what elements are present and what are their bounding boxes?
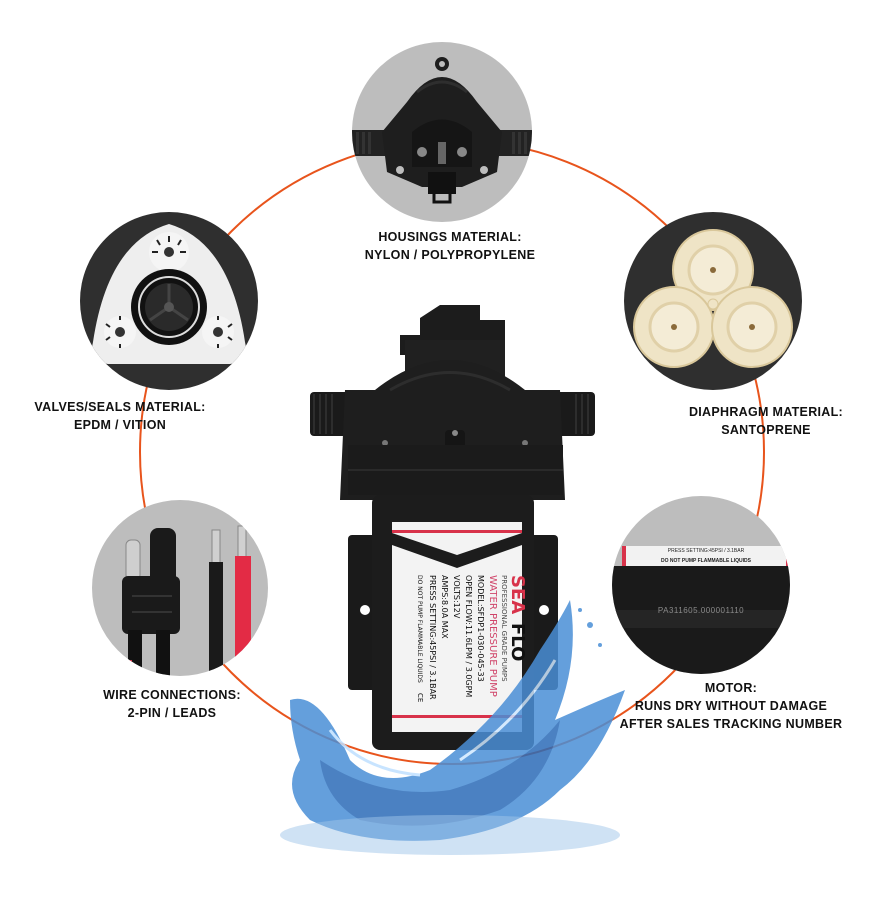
- water-splash-icon: [280, 600, 625, 855]
- wires-caption: WIRE CONNECTIONS: 2-PIN / LEADS: [82, 686, 262, 722]
- motor-band: [612, 610, 790, 628]
- housing-value: NYLON / POLYPROPYLENE: [364, 248, 536, 262]
- diaphragm-title: DIAPHRAGM MATERIAL:: [688, 405, 844, 419]
- wires-photo: [92, 500, 268, 676]
- label-press: PRESS SETTING:45PSI / 3.1BAR: [428, 575, 437, 700]
- valves-photo: [80, 212, 258, 390]
- brand-sea: SEA: [507, 575, 528, 614]
- motor-caption: MOTOR: RUNS DRY WITHOUT DAMAGE AFTER SAL…: [606, 679, 856, 733]
- valves-value: EPDM / VITION: [73, 418, 167, 432]
- motor-title: MOTOR:: [704, 681, 758, 695]
- motor-press-text: PRESS SETTING:45PSI / 3.1BAR: [667, 548, 745, 554]
- housing-caption: HOUSINGS MATERIAL: NYLON / POLYPROPYLENE: [350, 228, 550, 264]
- valves-caption: VALVES/SEALS MATERIAL: EPDM / VITION: [20, 398, 220, 434]
- valve-seal-icon: [92, 224, 246, 364]
- motor-value-2: AFTER SALES TRACKING NUMBER: [619, 717, 843, 731]
- diaphragm-value: SANTOPRENE: [721, 423, 811, 437]
- housing-title: HOUSINGS MATERIAL:: [378, 230, 522, 244]
- label-amps: AMPS:8.0A MAX: [440, 575, 449, 639]
- motor-body: PA311605.000001110: [612, 566, 790, 674]
- wires-title: WIRE CONNECTIONS:: [103, 688, 241, 702]
- valves-title: VALVES/SEALS MATERIAL:: [34, 400, 206, 414]
- label-volts: VOLTS:12V: [452, 575, 461, 619]
- label-cert: CE: [416, 693, 424, 702]
- motor-photo: PRESS SETTING:45PSI / 3.1BAR DO NOT PUMP…: [612, 496, 790, 674]
- label-tagline: PROFESSIONAL GRADE PUMPS: [500, 575, 508, 682]
- pump-housing-icon: [352, 57, 532, 204]
- label-model: MODEL:SFDP1-030-045-33: [476, 575, 485, 682]
- housing-photo: [352, 42, 532, 222]
- diaphragm-photo: [624, 212, 802, 390]
- motor-label-strip: PRESS SETTING:45PSI / 3.1BAR DO NOT PUMP…: [622, 546, 790, 566]
- motor-serial: PA311605.000001110: [657, 606, 745, 615]
- motor-value: RUNS DRY WITHOUT DAMAGE: [634, 699, 828, 713]
- wire-connector-icon: [122, 525, 251, 676]
- brand-flo: FLO: [507, 623, 528, 661]
- label-product: WATER PRESSURE PUMP: [487, 575, 498, 697]
- diaphragm-icon: [633, 229, 793, 368]
- label-warning: DO NOT PUMP FLAMMABLE LIQUIDS: [416, 575, 423, 683]
- pump-label: SEA FLO PROFESSIONAL GRADE PUMPS WATER P…: [416, 575, 528, 702]
- motor-warning-text: DO NOT PUMP FLAMMABLE LIQUIDS: [661, 558, 751, 564]
- wires-value: 2-PIN / LEADS: [127, 706, 217, 720]
- diaphragm-caption: DIAPHRAGM MATERIAL: SANTOPRENE: [676, 403, 856, 439]
- label-flow: OPEN FLOW:11.6LPM / 3.0GPM: [464, 575, 473, 697]
